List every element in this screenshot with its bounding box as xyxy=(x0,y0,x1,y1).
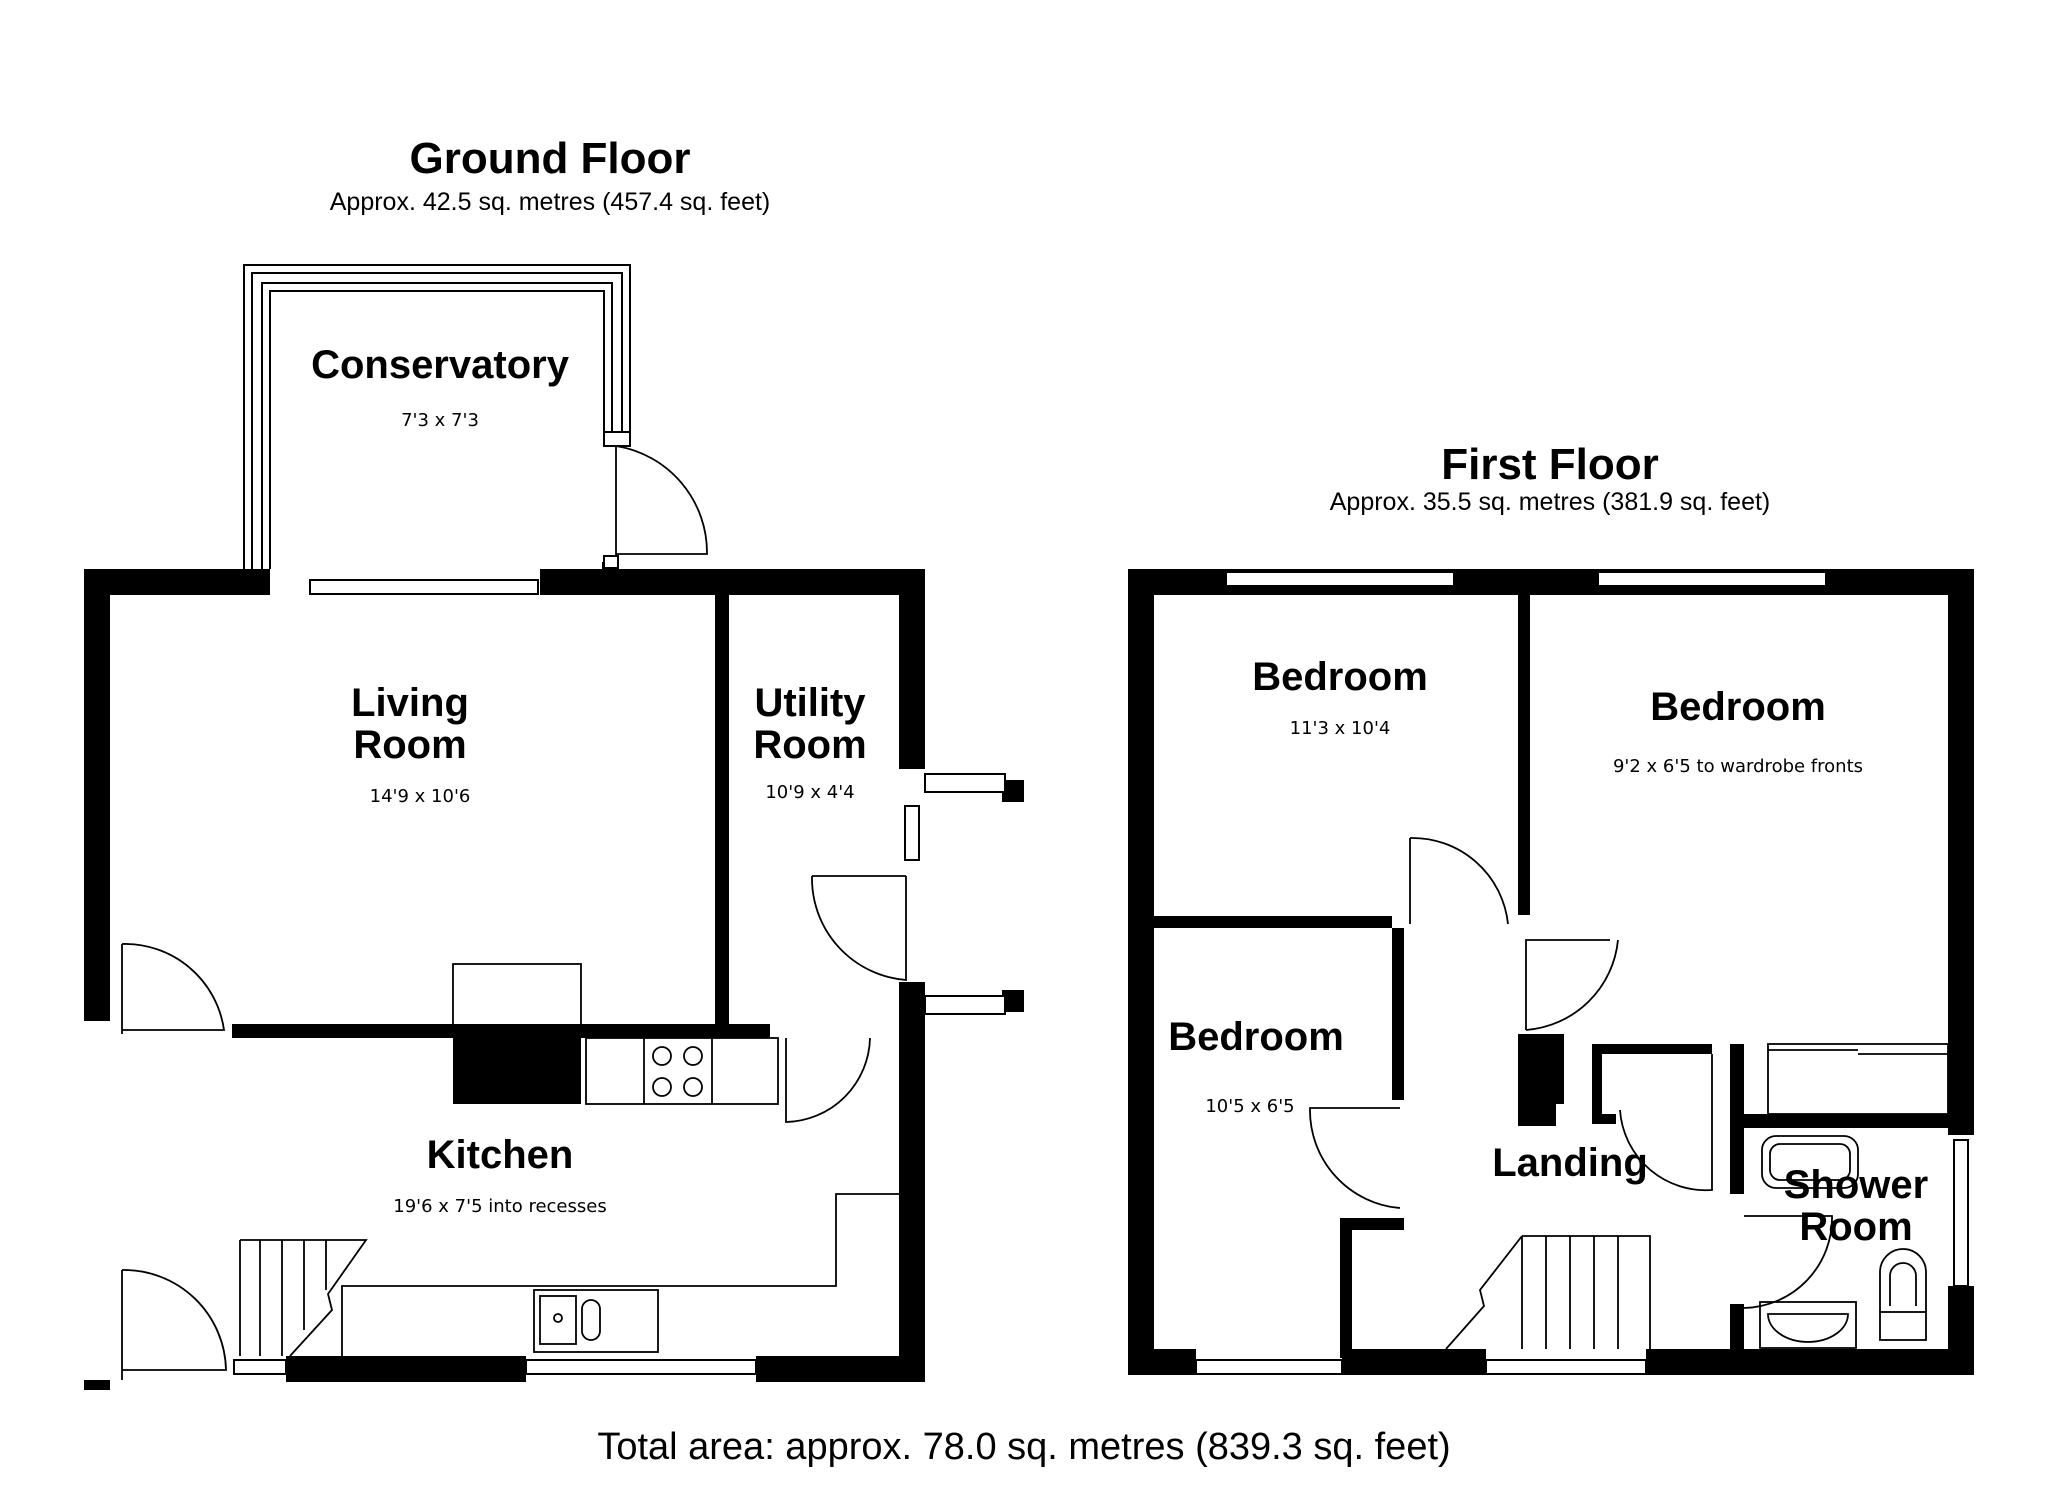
gf-worktop-hob xyxy=(585,1037,779,1105)
gf-window-living xyxy=(309,579,539,595)
utility-room-dims: 10'9 x 4'4 xyxy=(765,782,855,803)
landing-label: Landing xyxy=(1492,1141,1648,1185)
ff-wc xyxy=(1879,1311,1927,1341)
ground-floor-area: Approx. 42.5 sq. metres (457.4 sq. feet) xyxy=(329,188,771,216)
kitchen-dims: 19'6 x 7'5 into recesses xyxy=(393,1196,607,1217)
gf-chimney-breast xyxy=(453,1036,581,1104)
ff-basin xyxy=(1759,1301,1857,1349)
ground-floor-title: Ground Floor xyxy=(409,134,691,183)
gf-side-stub-1 xyxy=(1002,780,1024,802)
ff-wall-left xyxy=(1128,569,1154,1375)
kitchen-label: Kitchen xyxy=(426,1133,574,1177)
ff-wall-bed3-landing-upper xyxy=(1392,928,1404,1100)
bedroom-1-dims: 11'3 x 10'4 xyxy=(1289,718,1391,739)
conservatory-label: Conservatory xyxy=(311,343,569,387)
ff-wall-shower-left-upper xyxy=(1730,1114,1744,1194)
gf-window-backdoor xyxy=(233,1359,287,1375)
gf-wall-top-left xyxy=(84,569,270,595)
shower-room-label-1: Shower xyxy=(1783,1163,1929,1207)
gf-wall-left-upper xyxy=(84,569,110,1021)
ff-cupboard-bottom xyxy=(1592,1114,1616,1124)
conservatory-dims: 7'3 x 7'3 xyxy=(401,410,479,431)
gf-wall-living-utility xyxy=(715,595,729,1031)
gf-wall-bottom-right xyxy=(756,1356,924,1382)
gf-window-utility-1 xyxy=(924,773,1006,793)
ff-cupboard-block-low xyxy=(1518,1104,1556,1126)
ff-cupboard-top xyxy=(1592,1044,1712,1054)
ff-window-landing xyxy=(1485,1359,1647,1375)
first-floor-title: First Floor xyxy=(1441,440,1659,489)
gf-wall-right-upper xyxy=(899,569,925,769)
ff-wall-bottom-right xyxy=(1646,1349,1974,1375)
total-area: Total area: approx. 78.0 sq. metres (839… xyxy=(597,1426,1451,1468)
ff-wall-shower-left-lower xyxy=(1730,1304,1744,1352)
ff-cupboard-block xyxy=(1518,1034,1564,1104)
gf-hearth xyxy=(452,963,582,1027)
ff-wall-bottom-left xyxy=(1128,1349,1196,1375)
living-room-label-2: Room xyxy=(353,723,467,767)
ff-window-bed1 xyxy=(1225,571,1455,587)
ff-wall-shower-top xyxy=(1730,1114,1948,1128)
bedroom-3-dims: 10'5 x 6'5 xyxy=(1205,1096,1295,1117)
gf-wall-bottom-mid xyxy=(286,1356,526,1382)
gf-wall-living-kitchen xyxy=(232,1024,770,1038)
ff-wardrobe xyxy=(1767,1043,1949,1115)
ff-cupboard-left xyxy=(1592,1044,1602,1124)
gf-wall-right-lower xyxy=(899,982,925,1382)
ff-shower-tray xyxy=(1761,1135,1859,1189)
gf-wall-top-right xyxy=(605,569,925,595)
gf-wall-top-mid xyxy=(540,569,606,595)
gf-window-utility-2 xyxy=(904,805,920,861)
gf-wall-left-lower xyxy=(84,1380,110,1390)
ff-wall-bed1-bed3 xyxy=(1154,916,1392,928)
gf-window-utility-3 xyxy=(924,995,1006,1015)
utility-room-label-1: Utility xyxy=(754,681,866,725)
gf-window-kitchen xyxy=(525,1359,757,1375)
bedroom-2-label: Bedroom xyxy=(1650,685,1826,729)
ff-window-shower xyxy=(1953,1139,1969,1287)
first-floor-area: Approx. 35.5 sq. metres (381.9 sq. feet) xyxy=(1329,488,1771,516)
gf-worktop-run xyxy=(341,1193,899,1356)
conservatory-outline-inner xyxy=(269,290,605,569)
living-room-label-1: Living xyxy=(351,681,469,725)
ff-wall-bed3-step-h xyxy=(1340,1218,1404,1230)
ff-wall-cupboard-shower xyxy=(1730,1044,1744,1120)
conservatory-outline-outer xyxy=(243,264,631,569)
ff-wall-bottom-mid xyxy=(1342,1349,1486,1375)
shower-room-label-2: Room xyxy=(1799,1205,1913,1249)
bedroom-2-dims: 9'2 x 6'5 to wardrobe fronts xyxy=(1612,756,1863,777)
ff-window-bed3 xyxy=(1195,1359,1343,1375)
living-room-dims: 14'9 x 10'6 xyxy=(369,786,471,807)
utility-room-label-2: Room xyxy=(753,723,867,767)
bedroom-3-label: Bedroom xyxy=(1168,1015,1344,1059)
ff-wall-bed3-step-v xyxy=(1340,1218,1352,1358)
ff-wall-right-upper xyxy=(1948,569,1974,1135)
ff-window-bed2 xyxy=(1597,571,1827,587)
gf-side-stub-2 xyxy=(1002,990,1024,1012)
bedroom-1-label: Bedroom xyxy=(1252,655,1428,699)
ff-wall-bed1-bed2 xyxy=(1518,595,1530,915)
